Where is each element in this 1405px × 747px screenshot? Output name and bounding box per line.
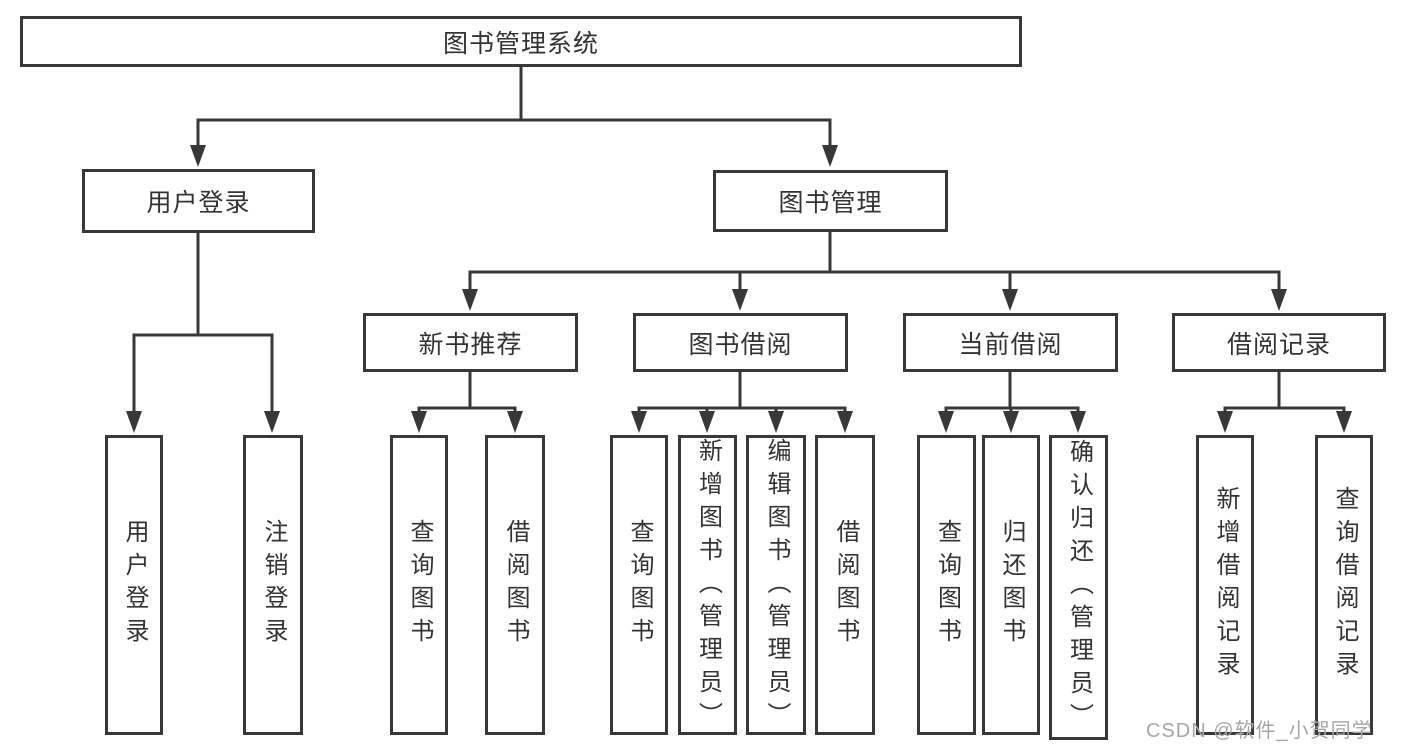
node-leaf-query-book-recommend-label: 查询图书 bbox=[406, 519, 433, 651]
node-book-borrowing: 图书借阅 bbox=[633, 313, 848, 372]
node-user-login-module-label: 用户登录 bbox=[146, 189, 251, 217]
connector-new-book-recommend-to-leaves bbox=[411, 372, 523, 433]
node-leaf-query-book-recommend: 查询图书 bbox=[390, 435, 448, 735]
node-leaf-query-book-current: 查询图书 bbox=[917, 435, 976, 735]
csdn-watermark: CSDN @软件_小贺同学 bbox=[1146, 720, 1373, 742]
node-current-borrowing-label: 当前借阅 bbox=[958, 330, 1063, 359]
node-root-library-system-label: 图书管理系统 bbox=[442, 29, 599, 58]
node-leaf-return-book: 归还图书 bbox=[982, 435, 1040, 735]
node-leaf-return-book-label: 归还图书 bbox=[998, 519, 1025, 651]
node-user-login-module: 用户登录 bbox=[82, 169, 315, 233]
connector-borrowing-records-to-leaves bbox=[1217, 372, 1352, 433]
node-leaf-borrow-book-borrowing: 借阅图书 bbox=[815, 435, 875, 735]
node-leaf-confirm-return-admin: 确认归还（管理员） bbox=[1049, 435, 1108, 740]
connector-book-borrowing-to-leaves bbox=[631, 372, 853, 433]
node-leaf-edit-book-admin: 编辑图书（管理员） bbox=[746, 435, 806, 735]
node-leaf-user-login: 用户登录 bbox=[105, 435, 163, 735]
connector-book-management-to-level2 bbox=[462, 232, 1287, 311]
node-leaf-borrow-book-recommend-label: 借阅图书 bbox=[502, 519, 529, 651]
node-leaf-add-borrow-record: 新增借阅记录 bbox=[1196, 435, 1254, 735]
node-leaf-query-book-borrowing: 查询图书 bbox=[610, 435, 668, 735]
node-leaf-query-borrow-record: 查询借阅记录 bbox=[1315, 435, 1373, 735]
node-leaf-query-book-borrowing-label: 查询图书 bbox=[626, 519, 653, 651]
node-leaf-logout: 注销登录 bbox=[243, 435, 303, 735]
node-new-book-recommend-label: 新书推荐 bbox=[418, 330, 523, 359]
node-book-borrowing-label: 图书借阅 bbox=[688, 330, 793, 359]
node-leaf-edit-book-admin-label: 编辑图书（管理员） bbox=[763, 438, 790, 735]
node-root-library-system: 图书管理系统 bbox=[20, 16, 1022, 67]
node-borrowing-records: 借阅记录 bbox=[1172, 313, 1386, 372]
connector-user-login-to-leaves bbox=[126, 233, 280, 433]
node-leaf-borrow-book-borrowing-label: 借阅图书 bbox=[832, 519, 859, 651]
node-leaf-logout-label: 注销登录 bbox=[260, 519, 287, 651]
node-book-management-module: 图书管理 bbox=[713, 170, 948, 232]
node-leaf-add-borrow-record-label: 新增借阅记录 bbox=[1212, 486, 1239, 684]
node-borrowing-records-label: 借阅记录 bbox=[1226, 330, 1331, 359]
node-leaf-query-borrow-record-label: 查询借阅记录 bbox=[1331, 486, 1358, 684]
node-leaf-user-login-label: 用户登录 bbox=[121, 519, 148, 651]
connector-current-borrowing-to-leaves bbox=[938, 372, 1086, 433]
node-new-book-recommend: 新书推荐 bbox=[363, 313, 578, 372]
node-leaf-confirm-return-admin-label: 确认归还（管理员） bbox=[1065, 439, 1093, 736]
node-book-management-module-label: 图书管理 bbox=[778, 189, 883, 217]
node-leaf-borrow-book-recommend: 借阅图书 bbox=[485, 435, 545, 735]
node-leaf-query-book-current-label: 查询图书 bbox=[933, 519, 961, 651]
node-leaf-add-book-admin-label: 新增图书（管理员） bbox=[694, 438, 722, 735]
node-leaf-add-book-admin: 新增图书（管理员） bbox=[678, 435, 737, 735]
node-current-borrowing: 当前借阅 bbox=[903, 313, 1118, 372]
connector-root-to-level1 bbox=[190, 67, 838, 167]
